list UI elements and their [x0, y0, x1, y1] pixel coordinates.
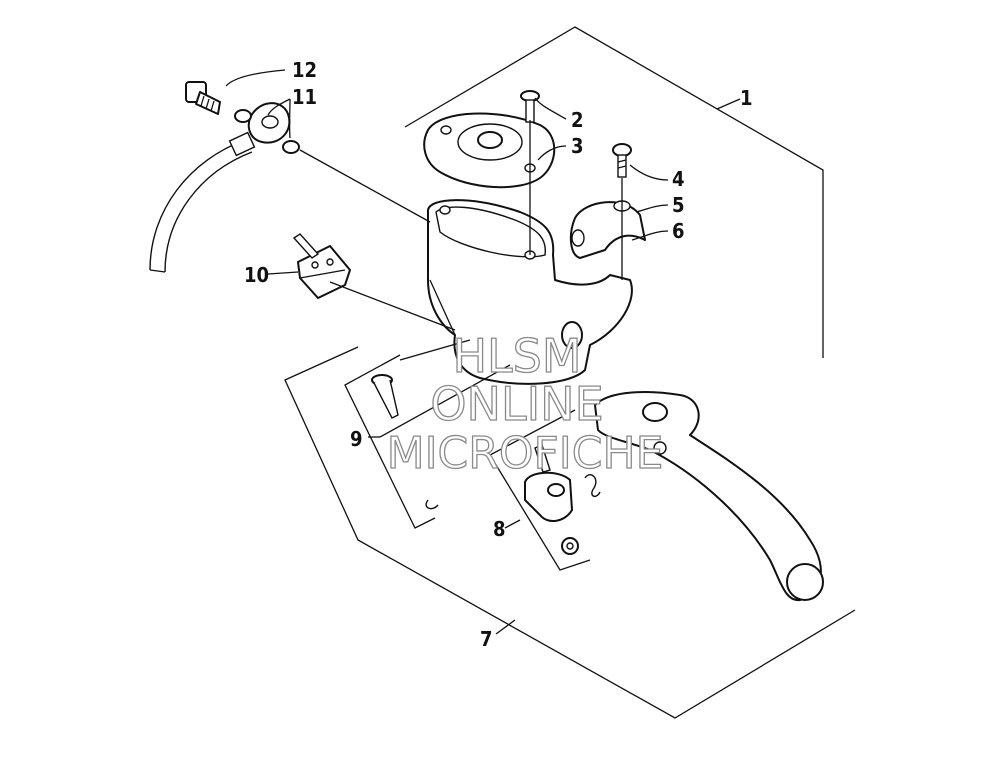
watermark-line-2: ONLINE — [430, 377, 603, 431]
bracket-assembly-9 — [344, 354, 436, 529]
lever-adjuster — [524, 444, 601, 555]
bracket-assembly-7 — [284, 346, 856, 719]
callout-10: 10 — [244, 263, 269, 287]
callout-7: 7 — [480, 627, 493, 651]
master-cylinder-body — [427, 199, 633, 385]
handlebar-clamp — [569, 200, 646, 259]
watermark-line-3: MICROFICHE — [387, 428, 664, 479]
watermark-line-1: HLSM — [452, 329, 581, 383]
washer-lower — [282, 140, 300, 154]
callout-5: 5 — [672, 193, 685, 217]
watermark: HLSM ONLINE MICROFICHE — [386, 328, 664, 479]
cover-screw — [520, 90, 540, 123]
bracket-assembly-1 — [404, 26, 824, 358]
callout-2: 2 — [571, 108, 584, 132]
callout-1: 1 — [740, 86, 753, 110]
clamp-screw — [612, 143, 632, 178]
bracket-8-top — [489, 409, 576, 456]
callout-3: 3 — [571, 134, 584, 158]
banjo-fitting — [234, 102, 300, 154]
banjo-bolt — [185, 81, 221, 115]
callout-6: 6 — [672, 219, 685, 243]
callout-11: 11 — [292, 85, 317, 109]
brake-lever — [594, 391, 824, 602]
washer-upper — [234, 109, 252, 123]
callout-9: 9 — [350, 427, 363, 451]
bracket-assembly-8 — [489, 454, 591, 571]
callout-4: 4 — [672, 167, 685, 191]
brake-light-switch — [292, 233, 351, 299]
pivot-pin — [371, 374, 439, 510]
brake-hose — [149, 131, 256, 273]
reservoir-cover — [423, 112, 556, 189]
leader-lines — [225, 69, 741, 635]
callout-12: 12 — [292, 58, 317, 82]
callout-8: 8 — [493, 517, 506, 541]
